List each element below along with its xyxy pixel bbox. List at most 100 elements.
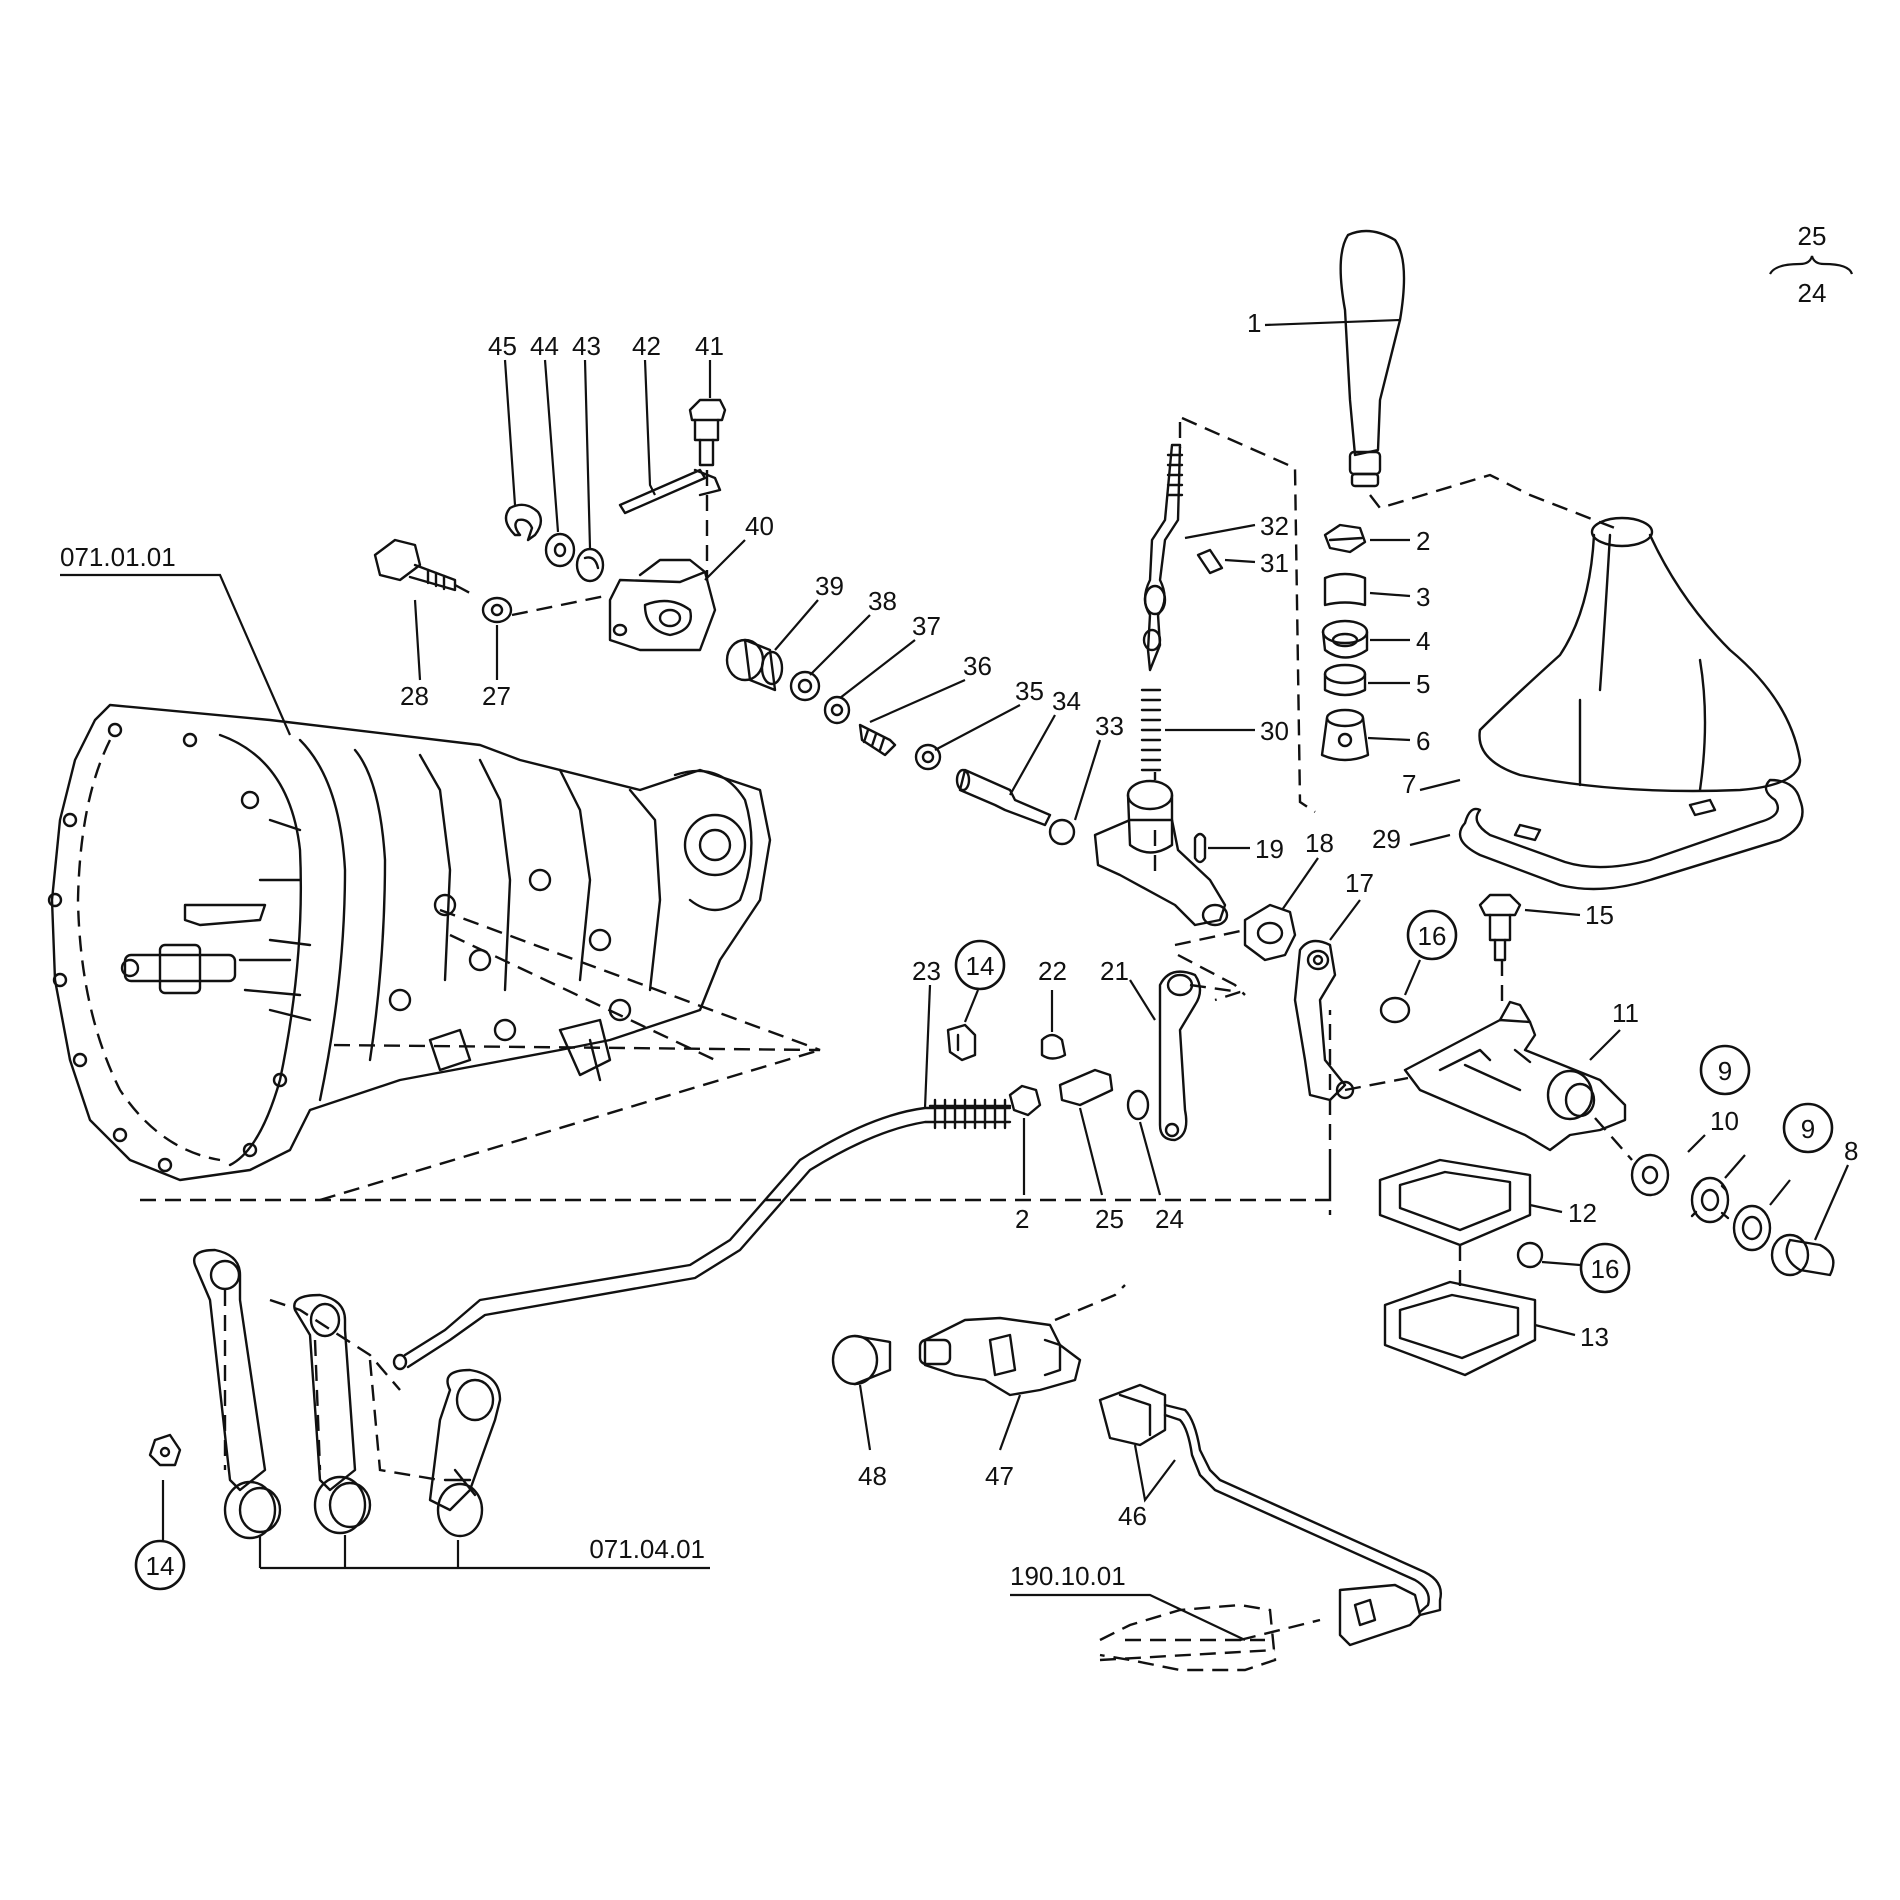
label-8: 8	[1844, 1136, 1858, 1166]
legend: 25 24	[1769, 221, 1854, 308]
shift-boot	[1478, 516, 1802, 793]
leader-23	[923, 984, 932, 1109]
gasket-18	[1243, 903, 1297, 962]
transmission-housing	[47, 703, 772, 1182]
leaders-8-10	[1687, 1134, 1850, 1241]
clip-14-top	[946, 1023, 977, 1062]
label-11: 11	[1612, 998, 1639, 1028]
rod-box-guide-right	[1181, 416, 1316, 813]
label-5: 5	[1416, 669, 1430, 699]
legend-top-label: 25	[1798, 221, 1827, 251]
axial-guide	[1594, 1117, 1633, 1161]
label-2b: 2	[1015, 1204, 1029, 1234]
part-labels: 1 2 3 4 5 6 7 29 32 31 30 19 18 17 15 11…	[400, 308, 1858, 1531]
switch-47	[918, 1316, 1082, 1397]
label-19: 19	[1255, 834, 1284, 864]
label-24: 24	[1155, 1204, 1184, 1234]
leaders-30-32	[1165, 523, 1256, 732]
shift-fork-housing	[1093, 779, 1229, 927]
leader-11	[1589, 1029, 1621, 1061]
plug-190	[1099, 1583, 1422, 1672]
legend-bottom-label: 24	[1798, 278, 1827, 308]
lever-21	[1158, 970, 1202, 1142]
label-47: 47	[985, 1461, 1014, 1491]
lever-to-boot-guide	[1369, 473, 1621, 532]
label-35: 35	[1015, 676, 1044, 706]
label-13: 13	[1580, 1322, 1609, 1352]
selector-bracket	[608, 558, 717, 652]
top-row-leaders	[413, 359, 1102, 821]
housing-guides	[319, 908, 821, 1202]
label-39: 39	[815, 571, 844, 601]
ref-071-01-01: 071.01.01	[60, 542, 176, 572]
label-30: 30	[1260, 716, 1289, 746]
axial-parts-33-39	[725, 638, 1076, 846]
label-25: 25	[1095, 1204, 1124, 1234]
label-43: 43	[572, 331, 601, 361]
label-21: 21	[1100, 956, 1129, 986]
ref-071-04-01: 071.04.01	[589, 1534, 705, 1564]
circled-label-14-top: 14	[966, 951, 995, 981]
axial-parts-8-10	[1630, 1153, 1835, 1277]
leader-15	[1524, 908, 1581, 917]
label-15: 15	[1585, 900, 1614, 930]
label-33: 33	[1095, 711, 1124, 741]
bolt-41	[688, 398, 727, 467]
label-3: 3	[1416, 582, 1430, 612]
label-48: 48	[858, 1461, 887, 1491]
leader-12	[1529, 1203, 1563, 1214]
label-2a: 2	[1416, 526, 1430, 556]
leader-46	[1133, 1444, 1176, 1503]
label-29: 29	[1372, 824, 1401, 854]
label-12: 12	[1568, 1198, 1597, 1228]
leaders-2-25-24	[1022, 1107, 1162, 1196]
lever-17	[1293, 939, 1355, 1102]
shift-knob-lever	[1339, 229, 1406, 488]
label-40: 40	[745, 511, 774, 541]
circled-label-9-left: 9	[1718, 1056, 1732, 1086]
circled-label-9-right: 9	[1801, 1114, 1815, 1144]
leaders-47-48	[858, 1384, 1022, 1451]
ref-190-10-01: 190.10.01	[1010, 1561, 1126, 1591]
nut-2b	[1008, 1084, 1042, 1117]
label-45: 45	[488, 331, 517, 361]
small-parts-2-6	[1320, 523, 1370, 762]
button-48	[831, 1334, 892, 1386]
ref-leader-071-04-01	[258, 1535, 710, 1570]
gasket-guides	[1174, 928, 1246, 996]
bolt-15	[1478, 893, 1522, 962]
label-7: 7	[1402, 769, 1416, 799]
parts-43-45	[504, 503, 605, 583]
label-1: 1	[1247, 308, 1261, 338]
label-32: 32	[1260, 511, 1289, 541]
label-44: 44	[530, 331, 559, 361]
label-17: 17	[1345, 868, 1374, 898]
bushing-16b	[1516, 1241, 1544, 1269]
circled-label-16-top: 16	[1418, 921, 1447, 951]
label-6: 6	[1416, 726, 1430, 756]
leaders-2-6	[1367, 538, 1411, 742]
gasket-13	[1383, 1280, 1537, 1377]
boot-frame	[1458, 778, 1804, 891]
label-22: 22	[1038, 956, 1067, 986]
legend-brace	[1769, 255, 1854, 275]
label-34: 34	[1052, 686, 1081, 716]
lever-17-guide	[1344, 1076, 1409, 1092]
pin-19	[1193, 832, 1207, 864]
label-42: 42	[632, 331, 661, 361]
label-41: 41	[695, 331, 724, 361]
selector-assembly-11	[1403, 1000, 1627, 1152]
label-18: 18	[1305, 828, 1334, 858]
leader-16a	[1403, 959, 1422, 996]
linkage-levers	[148, 1248, 502, 1540]
gasket-12	[1378, 1158, 1532, 1247]
circled-labels: 14 14 16 16 9 9	[134, 909, 1834, 1591]
leader-21	[1129, 979, 1156, 1021]
circled-label-14-bottom: 14	[146, 1551, 175, 1581]
ref-leader-190-10-01	[1010, 1593, 1246, 1641]
label-23: 23	[912, 956, 941, 986]
leader-1	[1264, 318, 1401, 327]
bolt-guide-28	[454, 583, 611, 617]
leader-13	[1534, 1323, 1576, 1337]
